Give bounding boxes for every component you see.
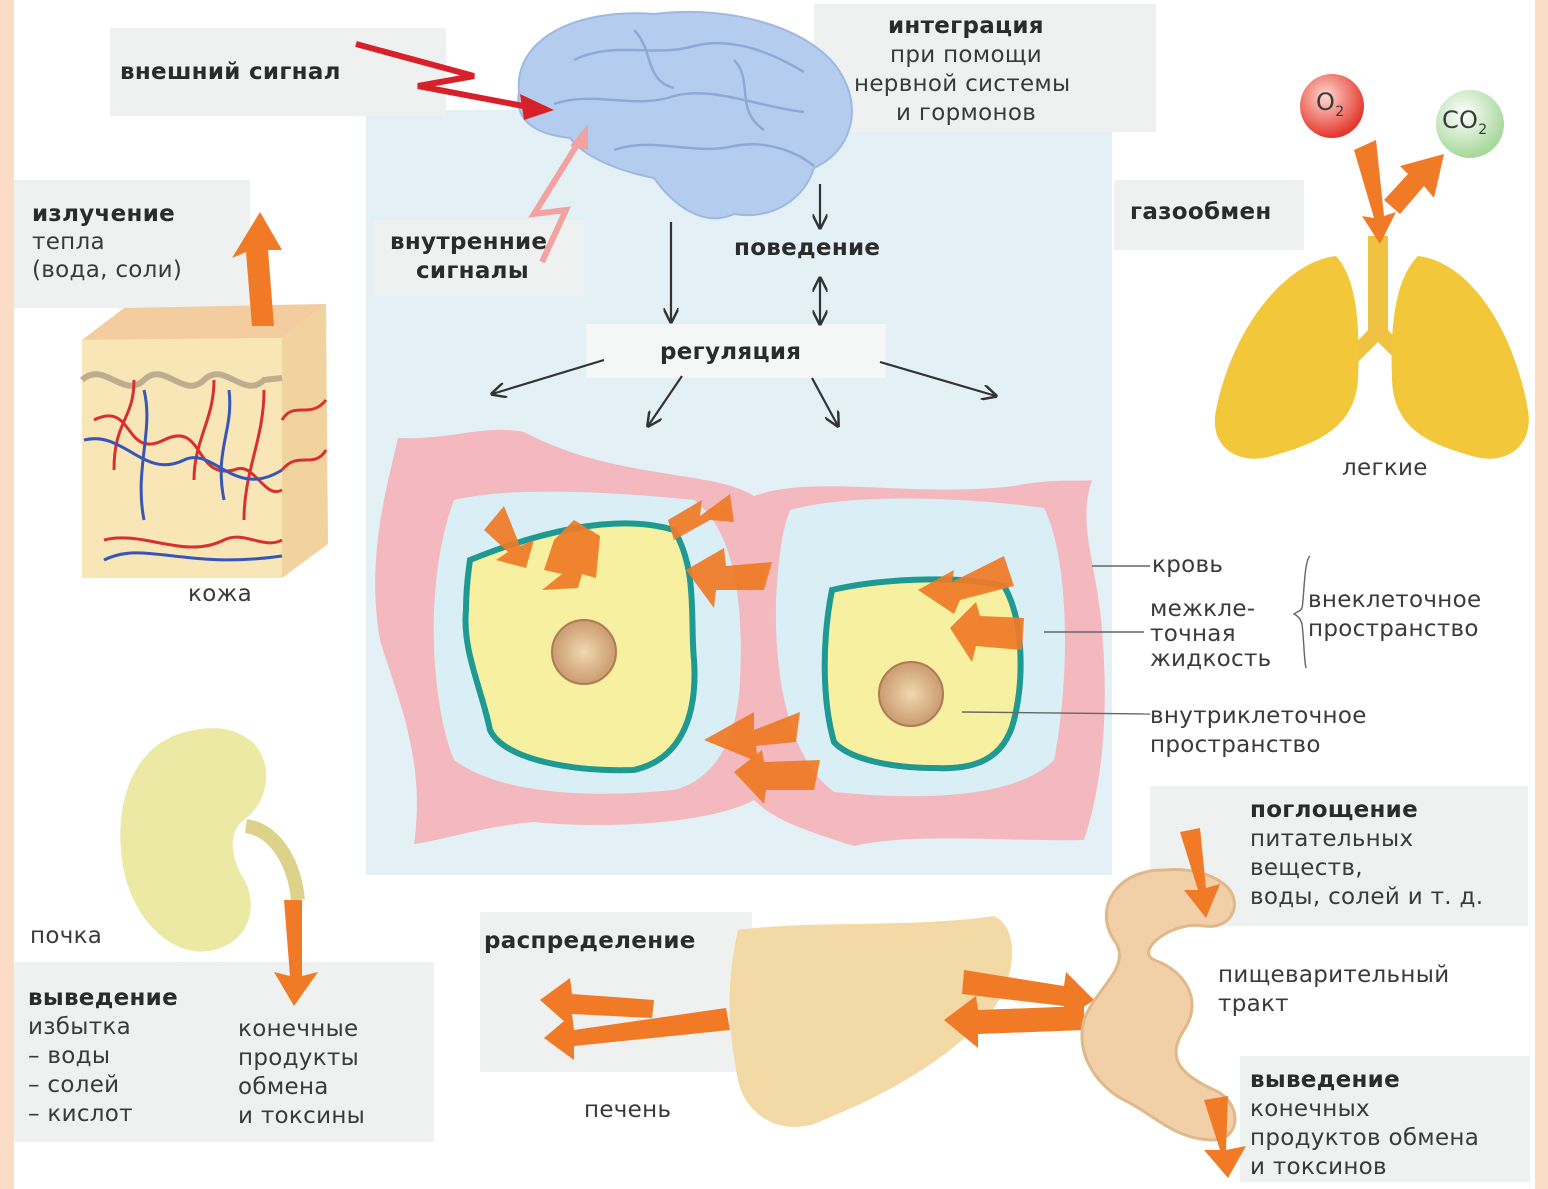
- external-signal-label: внешний сигнал: [120, 58, 341, 87]
- absorption-line-2: веществ,: [1250, 854, 1363, 883]
- regulation-label: регуляция: [660, 338, 801, 367]
- excretion-right-line-2: продуктов обмена: [1250, 1124, 1479, 1153]
- end-products-line-1: конечные: [238, 1015, 359, 1044]
- distribution-label: распределение: [484, 927, 696, 956]
- extracellular-line-2: пространство: [1308, 615, 1479, 644]
- absorption-line-1: питательных: [1250, 825, 1413, 854]
- radiation-line-2: (вода, соли): [32, 256, 182, 285]
- lungs-label: легкие: [1342, 454, 1428, 483]
- extracellular-line-1: внеклеточное: [1308, 586, 1481, 615]
- intracellular-line-1: внутриклеточное: [1150, 702, 1367, 731]
- regulation-arrow-3: [812, 378, 838, 426]
- excretion-right-title: выведение: [1250, 1066, 1400, 1095]
- excretion-left-line-3: – солей: [28, 1071, 119, 1100]
- nucleus-left: [552, 620, 616, 684]
- absorption-title: поглощение: [1250, 796, 1418, 825]
- integration-title: интеграция: [888, 12, 1044, 41]
- liver-label: печень: [584, 1096, 671, 1125]
- excretion-left-line-1: избытка: [28, 1013, 131, 1042]
- absorption-line-3: воды, солей и т. д.: [1250, 883, 1483, 912]
- intracellular-line-2: пространство: [1150, 731, 1321, 760]
- blood-label: кровь: [1152, 551, 1223, 580]
- excretion-right-line-1: конечных: [1250, 1095, 1370, 1124]
- regulation-arrow-2: [648, 376, 682, 426]
- skin-label: кожа: [188, 580, 252, 609]
- digestive-line-2: тракт: [1218, 990, 1289, 1019]
- regulation-arrow-1: [492, 360, 604, 394]
- nucleus-right: [879, 662, 943, 726]
- regulation-arrow-4: [880, 362, 996, 396]
- excretion-left-title: выведение: [28, 984, 178, 1013]
- end-products-line-4: и токсины: [238, 1102, 365, 1131]
- excretion-left-line-2: – воды: [28, 1042, 110, 1071]
- external-signal-bolt: [356, 44, 534, 108]
- o2-label: O2: [1316, 88, 1344, 127]
- diagram-canvas: внешний сигнал интеграция при помощи нер…: [14, 0, 1535, 1189]
- internal-signals-line-1: внутренние: [390, 228, 547, 257]
- radiation-line-1: тепла: [32, 228, 105, 257]
- digestive-line-1: пищеварительный: [1218, 961, 1449, 990]
- brain-icon: [518, 12, 852, 218]
- integration-line-1: при помощи: [890, 41, 1042, 70]
- excretion-left-line-4: – кислот: [28, 1100, 133, 1129]
- end-products-line-3: обмена: [238, 1073, 329, 1102]
- radiation-title: излучение: [32, 200, 175, 229]
- excretion-right-line-3: и токсинов: [1250, 1153, 1387, 1182]
- internal-signals-line-2: сигналы: [416, 257, 529, 286]
- gas-exchange-title: газообмен: [1130, 198, 1272, 227]
- end-products-line-2: продукты: [238, 1044, 359, 1073]
- kidney-label: почка: [30, 922, 102, 951]
- behavior-label: поведение: [734, 234, 880, 263]
- interstitial-line-3: жидкость: [1150, 645, 1272, 674]
- co2-label: CO2: [1442, 106, 1487, 145]
- integration-line-3: и гормонов: [896, 99, 1036, 128]
- cell-right: [825, 579, 1021, 768]
- kidney-icon: [120, 728, 318, 1006]
- integration-line-2: нервной системы: [854, 70, 1071, 99]
